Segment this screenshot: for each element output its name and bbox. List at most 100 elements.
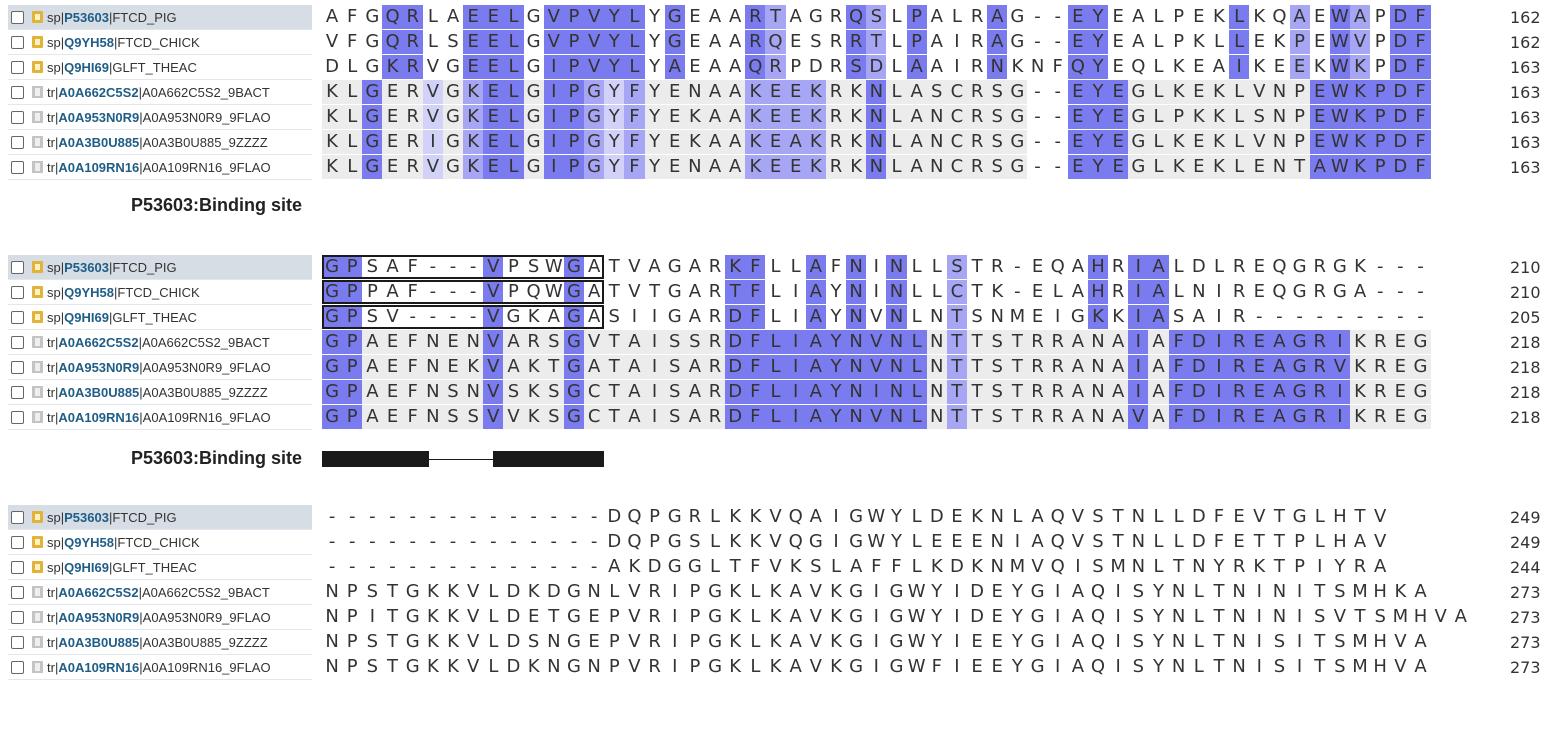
select-checkbox[interactable] (11, 135, 24, 149)
residue: E (1188, 130, 1209, 154)
residue: K (749, 506, 762, 527)
select-checkbox[interactable] (11, 310, 24, 324)
select-checkbox[interactable] (11, 35, 24, 49)
accession-link[interactable]: A0A109RN16 (58, 659, 140, 675)
accession-link[interactable]: Q9HI69 (64, 59, 109, 75)
residue: P (508, 281, 519, 302)
accession-link[interactable]: A0A953N0R9 (58, 609, 140, 625)
residue: L (891, 31, 902, 52)
select-checkbox[interactable] (11, 635, 24, 649)
select-checkbox[interactable] (11, 335, 24, 349)
select-checkbox[interactable] (11, 560, 24, 574)
residue: I (1115, 656, 1121, 677)
residue: D (1191, 506, 1206, 527)
residue: P (342, 255, 363, 279)
binding-site-bar[interactable] (493, 451, 605, 467)
select-checkbox[interactable] (11, 660, 24, 674)
residue: M (1009, 306, 1026, 327)
binding-site-bar[interactable] (322, 451, 429, 467)
select-checkbox[interactable] (11, 535, 24, 549)
accession-link[interactable]: A0A3B0U885 (58, 634, 140, 650)
accession-link[interactable]: A0A109RN16 (58, 409, 140, 425)
sequence-label: tr|A0A953N0R9|A0A953N0R9_9FLAO (8, 605, 312, 630)
residue: L (1173, 256, 1184, 277)
residue: N (930, 306, 944, 327)
separator: | (139, 134, 143, 150)
accession-link[interactable]: Q9HI69 (64, 309, 109, 325)
residue: E (689, 31, 701, 52)
residue: P (342, 280, 363, 304)
accession-link[interactable]: A0A662C5S2 (58, 84, 139, 100)
residue: A (587, 306, 601, 327)
residue: K (1168, 80, 1189, 104)
accession-link[interactable]: A0A3B0U885 (58, 134, 140, 150)
residue: F (1168, 330, 1189, 354)
residue: T (1213, 606, 1225, 627)
residue: K (1087, 305, 1109, 329)
database-prefix: tr (47, 634, 55, 650)
residue: W (907, 581, 926, 602)
residue: L (1193, 606, 1204, 627)
select-checkbox[interactable] (11, 160, 24, 174)
accession-link[interactable]: A0A953N0R9 (58, 359, 140, 375)
accession-link[interactable]: A0A662C5S2 (58, 334, 139, 350)
accession-link[interactable]: P53603 (64, 259, 109, 275)
accession-link[interactable]: A0A953N0R9 (58, 109, 140, 125)
residue: E (1249, 355, 1270, 379)
residue: - (1054, 156, 1061, 177)
residue: A (785, 130, 806, 154)
accession-link[interactable]: A0A3B0U885 (58, 384, 140, 400)
residue: - (570, 531, 578, 552)
separator: | (54, 584, 59, 600)
accession-link[interactable]: Q9YH58 (64, 534, 114, 550)
select-checkbox[interactable] (11, 110, 24, 124)
residue: I (954, 31, 960, 52)
residue: E (1067, 30, 1088, 54)
residue: L (886, 130, 907, 154)
entry-name: A0A662C5S2_9BACT (141, 584, 270, 600)
residue: K (523, 355, 544, 379)
select-checkbox[interactable] (11, 610, 24, 624)
residue: E (382, 155, 403, 179)
residue: K (729, 581, 742, 602)
accession-link[interactable]: P53603 (64, 9, 109, 25)
residue: F (1410, 80, 1431, 104)
accession-link[interactable]: P53603 (64, 509, 109, 525)
residue: K (1172, 56, 1185, 77)
residue: I (543, 80, 564, 104)
accession-link[interactable]: Q9YH58 (64, 284, 114, 300)
residue: Y (604, 105, 625, 129)
select-checkbox[interactable] (11, 360, 24, 374)
accession-link[interactable]: Q9HI69 (64, 559, 109, 575)
residue: A (906, 155, 927, 179)
residue: S (1092, 506, 1104, 527)
residue: V (422, 105, 443, 129)
select-checkbox[interactable] (11, 10, 24, 24)
residue: Y (1087, 105, 1109, 129)
residue: N (987, 55, 1008, 79)
select-checkbox[interactable] (11, 385, 24, 399)
residue: K (426, 606, 439, 627)
select-checkbox[interactable] (11, 510, 24, 524)
accession-link[interactable]: A0A662C5S2 (58, 584, 139, 600)
residue: G (1030, 631, 1045, 652)
residue: N (1131, 506, 1146, 527)
select-checkbox[interactable] (11, 410, 24, 424)
accession-link[interactable]: A0A109RN16 (58, 159, 140, 175)
residue: P (608, 606, 620, 627)
separator: | (138, 84, 142, 100)
residue: V (628, 656, 641, 677)
accession-link[interactable]: Q9YH58 (64, 34, 114, 50)
residue: I (954, 631, 960, 652)
residue: L (1314, 506, 1325, 527)
residue: K (1208, 80, 1230, 104)
select-checkbox[interactable] (11, 585, 24, 599)
residue: T (1007, 330, 1028, 354)
residue: A (704, 80, 726, 104)
residue: - (510, 506, 517, 527)
select-checkbox[interactable] (11, 260, 24, 274)
select-checkbox[interactable] (11, 285, 24, 299)
entry-name: A0A662C5S2_9BACT (141, 334, 270, 350)
select-checkbox[interactable] (11, 85, 24, 99)
select-checkbox[interactable] (11, 60, 24, 74)
